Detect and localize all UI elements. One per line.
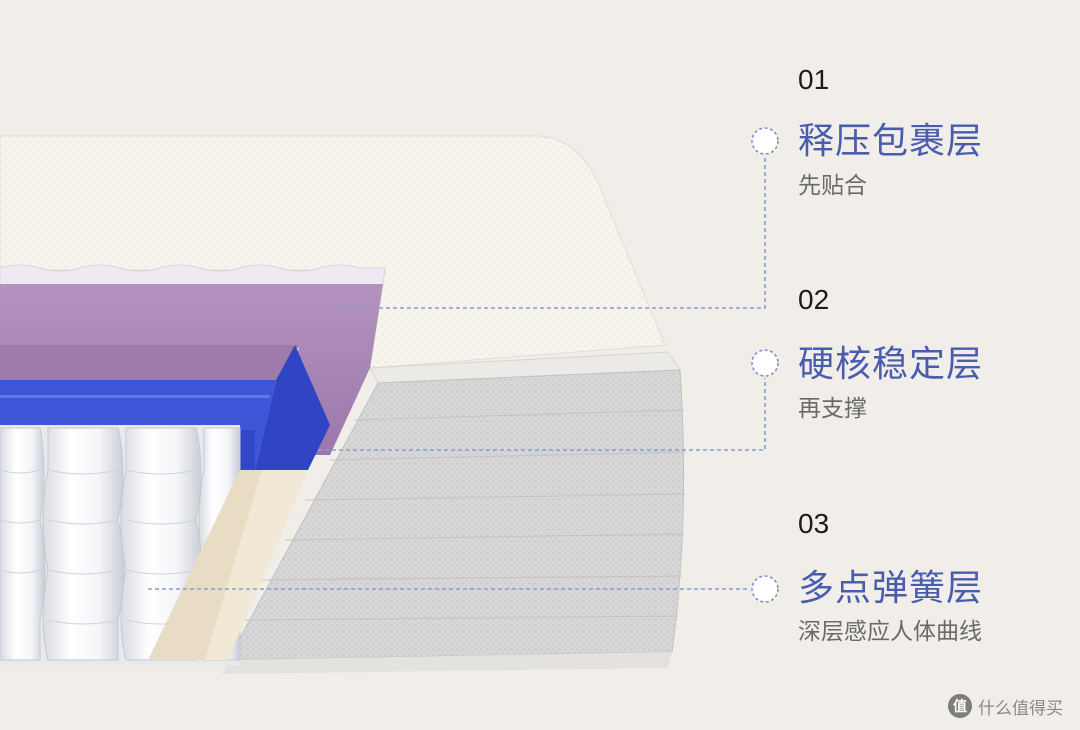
callout-line-01 — [330, 156, 766, 309]
mattress-bottom-edge — [222, 652, 672, 674]
callout-marker-02 — [751, 349, 779, 377]
layer-desc-03: 深层感应人体曲线 — [798, 619, 982, 645]
top-quilt-edge — [0, 264, 386, 286]
layer-number-03: 03 — [798, 508, 830, 539]
mattress-top-surface — [0, 135, 666, 369]
layer-number-01: 01 — [798, 64, 830, 95]
callout-lines — [148, 156, 766, 590]
layer-title-02: 硬核稳定层 — [798, 344, 984, 385]
layer-desc-02: 再支撑 — [798, 396, 867, 422]
layer-number-02: 02 — [798, 284, 830, 315]
callout-marker-03 — [751, 575, 779, 603]
site-watermark: 值 什么值得买 — [948, 692, 1063, 720]
layer-desc-01: 先贴合 — [798, 173, 867, 199]
layer-title-01: 释压包裹层 — [798, 121, 984, 162]
callout-markers — [751, 127, 779, 603]
watermark-text: 什么值得买 — [978, 698, 1063, 719]
callout-marker-01 — [751, 127, 779, 155]
mattress-side-panel — [227, 369, 685, 661]
layer-title-03: 多点弹簧层 — [798, 568, 984, 609]
callout-line-02 — [318, 378, 766, 451]
watermark-logo-icon: 值 — [948, 694, 972, 718]
